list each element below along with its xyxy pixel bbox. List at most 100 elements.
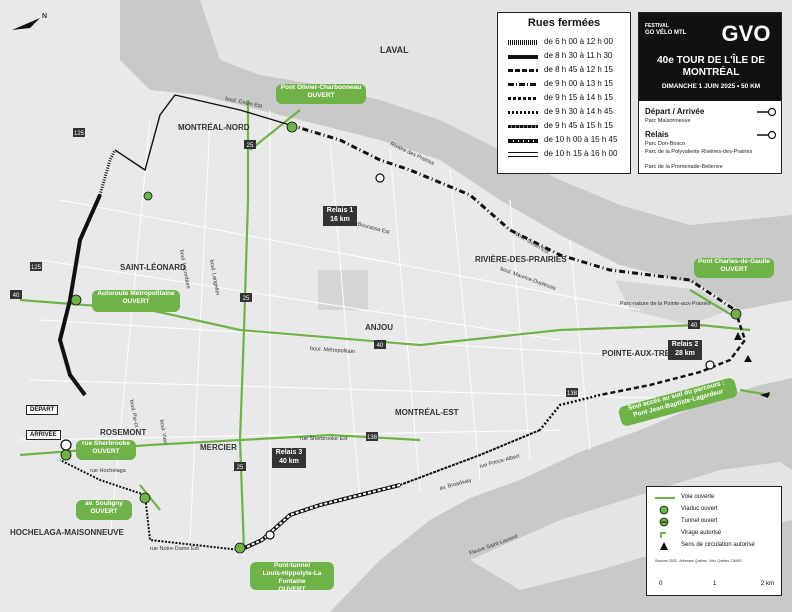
callout-degaulle-status: OUVERT	[720, 266, 748, 273]
callout-lafontaine-status: OUVERT	[278, 586, 306, 593]
relay-1-label: Relais 1	[326, 207, 354, 214]
callout-olivier-name: Pont Olivier-Charbonneau	[280, 84, 362, 91]
area-rosemont: ROSEMONT	[100, 428, 146, 437]
callout-olivier-status: OUVERT	[307, 92, 335, 99]
scale-2: 2 km	[761, 581, 775, 587]
depart-pin: DÉPART	[26, 405, 59, 415]
map-legend: Voie ouverte Viaduc ouvert Tunnel ouvert…	[646, 486, 782, 596]
depart-arrivee-title: Départ / Arrivée	[645, 107, 705, 116]
scale-1: 1	[713, 581, 717, 587]
street-viau: boul. Viau	[158, 419, 168, 444]
svg-text:25: 25	[237, 465, 244, 471]
legend-swatch-thick	[508, 55, 538, 59]
open-road-icon	[655, 497, 675, 499]
relais-place-2: Parc de la Polyvalente Rivières-des-Prai…	[645, 149, 753, 155]
area-riviere: RIVIÈRE-DES-PRAIRIES	[475, 255, 567, 264]
street-hochelaga: rue Hochelaga	[90, 468, 127, 474]
depart-arrivee-place: Parc Maisonneuve	[645, 118, 691, 124]
street-notre-dame: rue Notre-Dame Est	[150, 546, 199, 552]
legend-direction-label: Sens de circulation autorisé	[681, 542, 755, 548]
relais-place-3: Parc de la Promenade-Bellerive	[645, 164, 723, 170]
svg-text:25: 25	[247, 143, 254, 149]
svg-text:40: 40	[691, 323, 698, 329]
callout-autoroute-name: Autoroute Métropolitaine	[97, 290, 175, 297]
callout-lafontaine-name2: Louis-Hippolyte-La Fontaine	[262, 570, 322, 585]
legend-label: de 8 h 45 à 12 h 15	[544, 65, 613, 74]
callout-souligny-name: av. Souligny	[85, 500, 123, 507]
viaduct-icon	[60, 449, 72, 461]
legend-swatch-dots	[508, 111, 538, 114]
event-date: DIMANCHE 1 JUIN 2025 • 50 KM	[661, 83, 761, 90]
route-segment-notre-dame	[59, 459, 241, 551]
route-segment-gouin	[289, 123, 736, 312]
legend-swatch-longdash	[508, 97, 538, 100]
callout-autoroute: Autoroute Métropolitaine OUVERT	[92, 290, 180, 312]
legend-swatch-double	[508, 152, 538, 157]
legend-label: de 10 h 00 à 15 h 45	[544, 135, 618, 144]
highway-shields: 25 25 25 40 40 40 125 125 138 138	[10, 128, 700, 471]
callout-lafontaine-name1: Pont-tunnel	[273, 562, 311, 569]
legend-title: Rues fermées	[527, 17, 601, 29]
legend-open-road-label: Voie ouverte	[681, 494, 715, 500]
legend-swatch-chain	[508, 139, 538, 143]
route-segment-zigzag	[399, 429, 541, 486]
parc-nature	[615, 280, 730, 325]
gvo-logo-icon: GVO	[722, 21, 771, 46]
relay-3-label: Relais 3	[275, 449, 303, 456]
svg-text:40: 40	[13, 293, 20, 299]
legend-label: de 6 h 00 à 12 h 00	[544, 37, 613, 46]
relay-1-km: 16 km	[330, 216, 350, 223]
route-segment-chain-inner	[239, 484, 401, 551]
direction-arrows	[734, 332, 770, 398]
legend-turn-label: Virage autorisé	[681, 530, 722, 536]
callout-souligny-status: OUVERT	[90, 508, 118, 515]
callout-degaulle: Pont Charles-de-Gaulle OUVERT	[694, 258, 774, 278]
viaduct-icon	[70, 294, 82, 306]
legend-tunnel-label: Tunnel ouvert	[681, 518, 718, 524]
area-labels: LAVAL MONTRÉAL-NORD SAINT-LÉONARD ANJOU …	[10, 45, 699, 537]
callout-olivier: Pont Olivier-Charbonneau OUVERT	[276, 84, 366, 104]
legend-label: de 10 h 15 à 16 h 00	[544, 149, 618, 158]
svg-text:125: 125	[31, 265, 42, 271]
svg-text:125: 125	[74, 131, 85, 137]
route-segment-pointe	[599, 309, 747, 397]
area-montreal-nord: MONTRÉAL-NORD	[178, 123, 250, 132]
street-grid	[19, 110, 721, 541]
viaduct-icon	[139, 492, 151, 504]
legend-swatch-dash	[508, 69, 538, 72]
svg-text:138: 138	[567, 391, 578, 397]
area-montreal-est: MONTRÉAL-EST	[395, 408, 459, 417]
festival-name: GO VÉLO MTL	[645, 30, 687, 36]
callout-lafontaine: Pont-tunnel Louis-Hippolyte-La Fontaine …	[250, 562, 334, 593]
turn-allowed-icon	[660, 532, 666, 538]
callout-degaulle-name: Pont Charles-de-Gaulle	[698, 258, 770, 265]
area-hochelaga: HOCHELAGA-MAISONNEUVE	[10, 528, 124, 537]
svg-text:138: 138	[367, 435, 378, 441]
legend-label: de 8 h 30 à 11 h 30	[544, 51, 613, 60]
relais-title: Relais	[645, 130, 669, 139]
relay-2-label: Relais 2	[671, 341, 699, 348]
depart-arrivee-icon	[757, 107, 777, 117]
route-segment-north	[114, 94, 291, 172]
callout-autoroute-status: OUVERT	[122, 298, 150, 305]
area-mercier: MERCIER	[200, 443, 237, 452]
viaduct-icon	[286, 121, 298, 133]
callout-sherbrooke: rue Sherbrooke OUVERT	[76, 440, 136, 460]
sources: Sources 2025 : Adresses Québec, Vélo Qué…	[655, 559, 742, 563]
relay-circles	[60, 173, 715, 540]
legend-viaduct-label: Viaduc ouvert	[681, 506, 718, 512]
viaduct-icon	[659, 505, 669, 515]
arrivee-pin: ARRIVÉE	[26, 430, 61, 440]
route	[57, 94, 747, 552]
svg-text:GVO: GVO	[722, 21, 771, 46]
legend-box: Rues fermées de 6 h 00 à 12 h 00 de 8 h …	[497, 12, 631, 174]
route-segment-dots	[539, 393, 601, 431]
svg-text:40: 40	[377, 343, 384, 349]
svg-text:N: N	[42, 13, 47, 20]
relais-place-1: Parc Don-Bosco	[645, 141, 686, 147]
legend-label: de 9 h 30 à 14 h 45	[544, 107, 613, 116]
legend-label: de 9 h 15 à 14 h 15	[544, 93, 613, 102]
viaduct-icon	[143, 191, 153, 201]
callout-sherbrooke-status: OUVERT	[92, 448, 120, 455]
relay-3: Relais 3 40 km	[272, 448, 306, 468]
